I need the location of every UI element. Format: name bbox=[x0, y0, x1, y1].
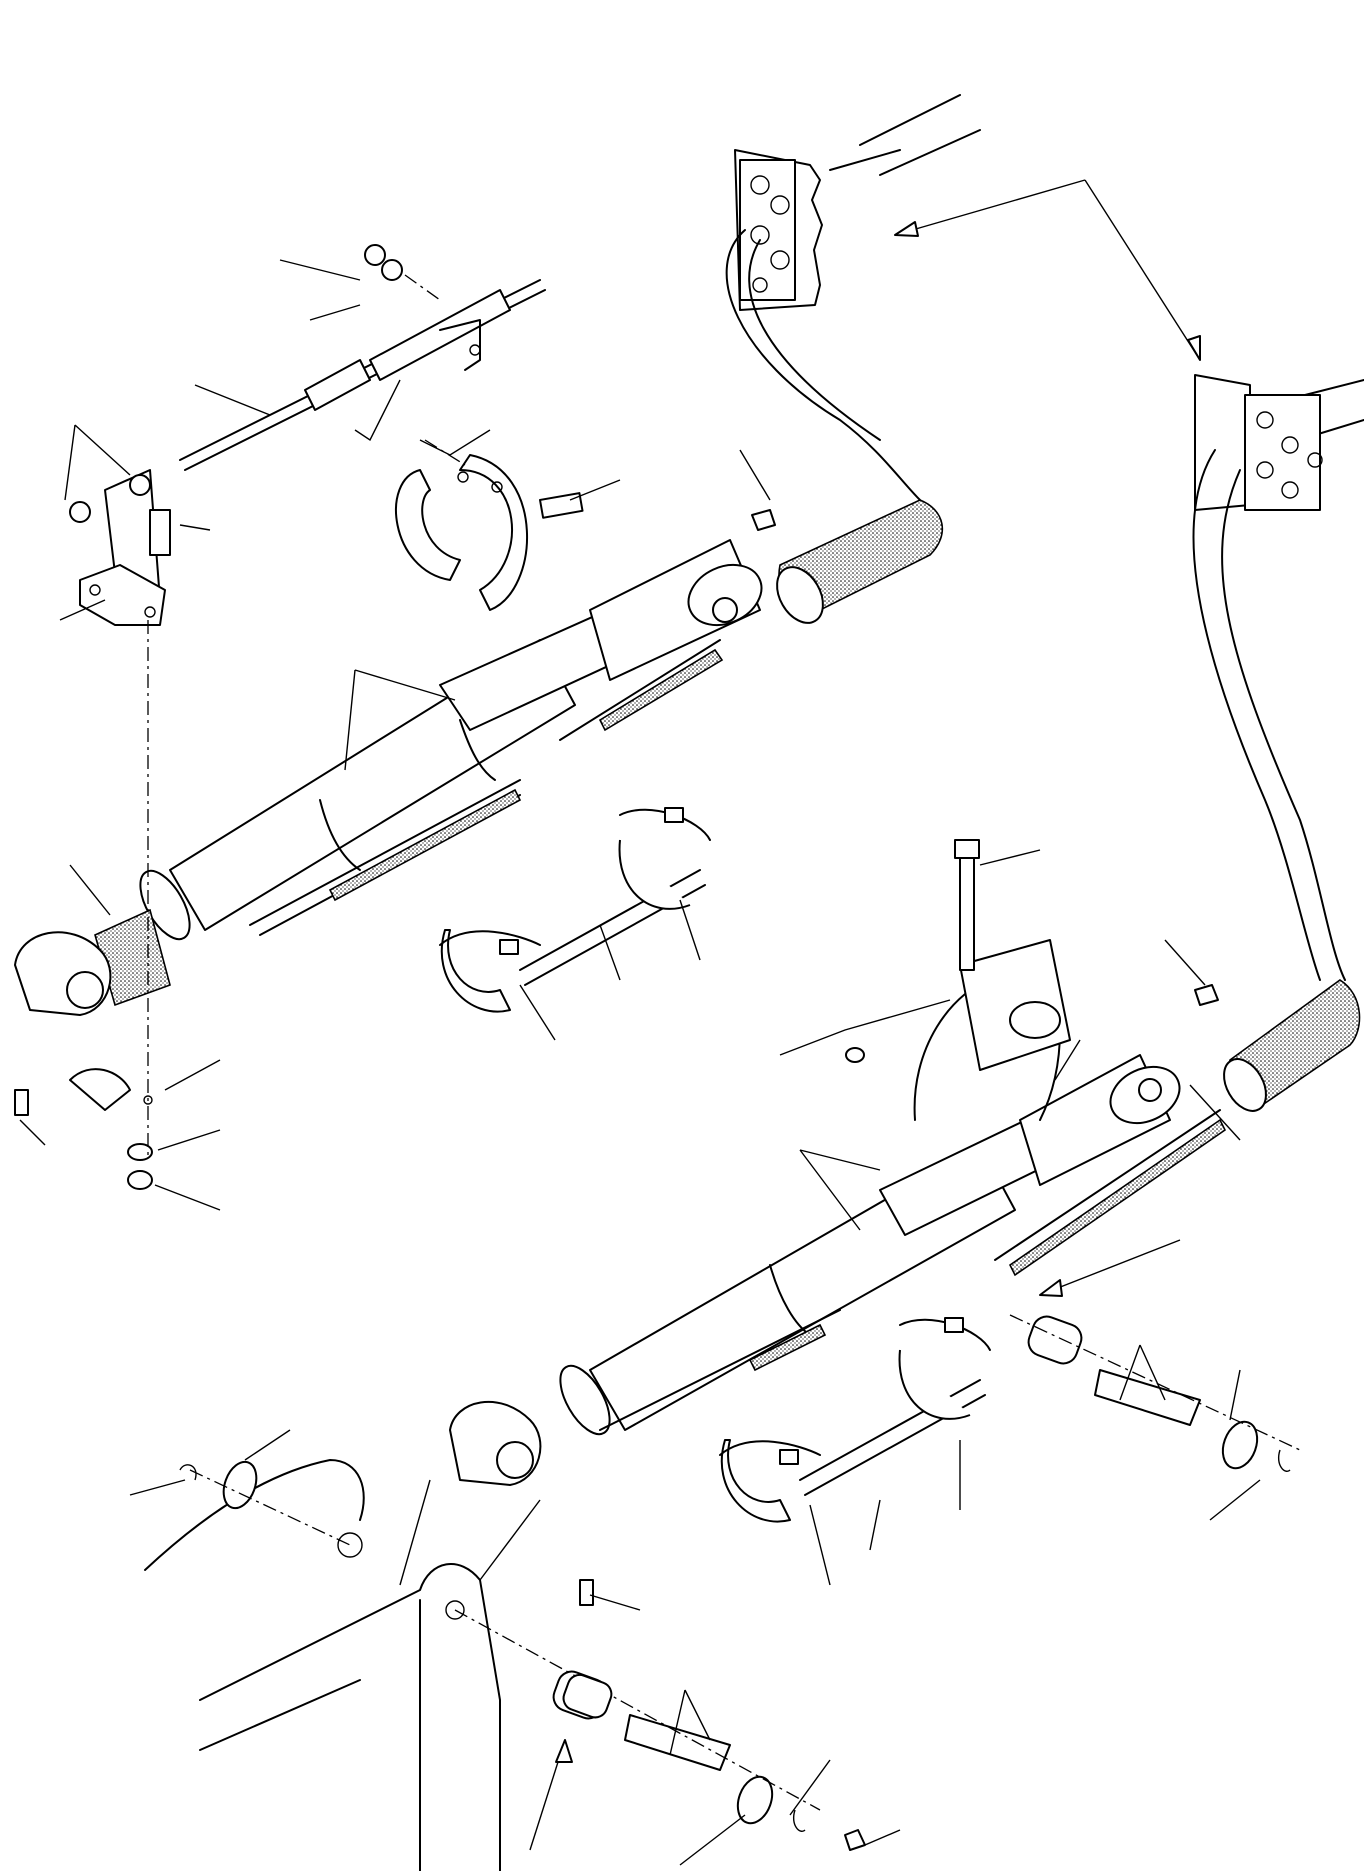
hose-clamp-set-lower bbox=[719, 1317, 991, 1523]
hose-clamp-set-upper bbox=[439, 807, 711, 1013]
lift-cylinder-lower bbox=[449, 1054, 1227, 1486]
hydraulic-hose-lower-loop bbox=[1192, 449, 1361, 1112]
washer-snap-left bbox=[179, 1460, 351, 1546]
bulkhead-callout-arrows bbox=[894, 179, 1201, 361]
leader-lines bbox=[19, 259, 1261, 1866]
pivot-pin-upper bbox=[1009, 1314, 1301, 1472]
grease-nipple bbox=[14, 509, 1219, 1851]
pivot-pin-lower bbox=[454, 1609, 821, 1832]
hose-bracket bbox=[395, 439, 584, 611]
bulkhead-plate-lower bbox=[1194, 374, 1364, 511]
tie-rod bbox=[179, 244, 546, 471]
lift-cylinder-upper bbox=[14, 539, 763, 1016]
hydraulic-hose-upper-loop bbox=[725, 229, 944, 624]
bulkhead-plate-upper bbox=[734, 94, 981, 311]
boom-arm bbox=[144, 1459, 501, 1871]
nut-washer-stack bbox=[69, 620, 865, 1190]
bushing bbox=[562, 1673, 613, 1719]
support-bracket bbox=[69, 469, 171, 626]
pivot-mount bbox=[913, 839, 1071, 1121]
